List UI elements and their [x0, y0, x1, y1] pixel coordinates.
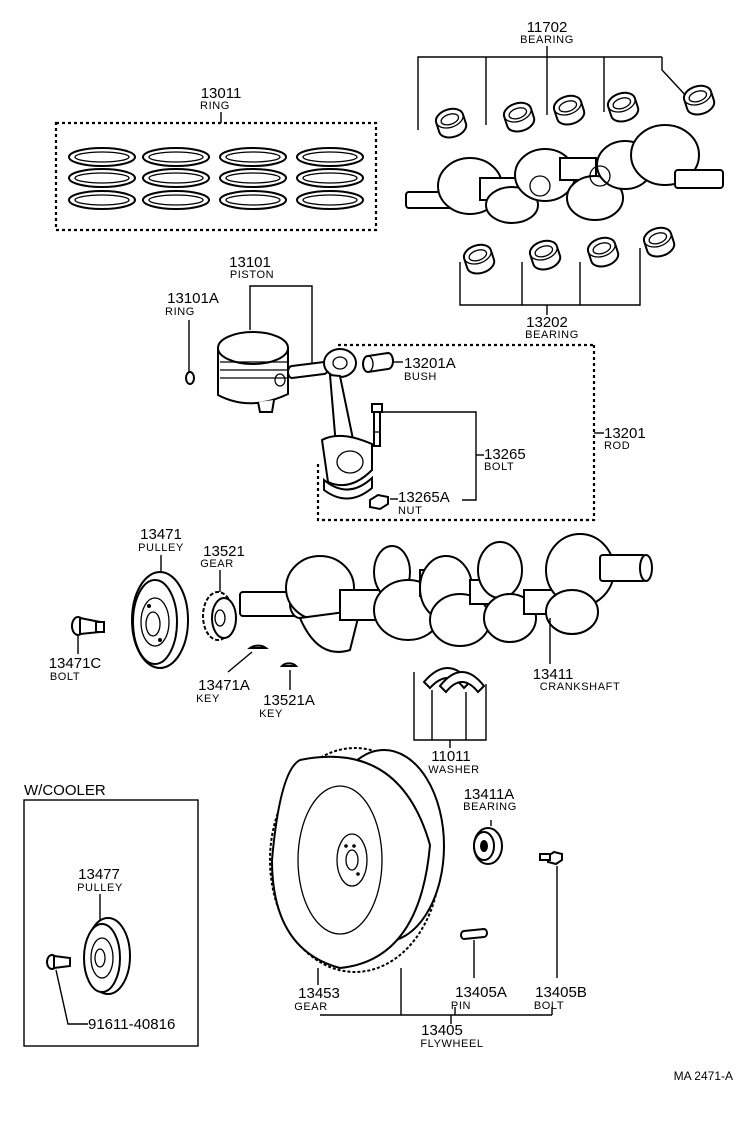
callout-11702-number: 11702	[527, 19, 568, 36]
callout-13405B-name: BOLT	[534, 1000, 564, 1012]
callout-13477-number: 13477	[78, 866, 120, 883]
callout-13411A-name: BEARING	[463, 801, 517, 813]
flywheel-illustration	[269, 747, 445, 973]
flywheel-bolt-illustration	[539, 850, 563, 978]
callout-13453: 13453 GEAR	[294, 985, 340, 1013]
pulley-bolt-illustration	[71, 616, 105, 654]
wcooler-label: W/COOLER	[24, 782, 106, 799]
callout-13101-name: PISTON	[230, 269, 274, 281]
cooler-bolt-illustration	[46, 954, 88, 1025]
callout-13405A-name: PIN	[451, 1000, 471, 1012]
callout-13411A-number: 13411A	[464, 786, 515, 803]
flywheel-pin-illustration	[460, 927, 488, 978]
callout-13201A-number: 13201A	[404, 355, 456, 372]
callout-13265: 13265 BOLT	[484, 446, 526, 473]
callout-13405-number: 13405	[421, 1022, 463, 1039]
rod-nut-illustration	[369, 493, 398, 511]
callout-11702: 11702 BEARING	[520, 19, 574, 46]
callout-13265A-name: NUT	[398, 505, 422, 517]
callout-13521: 13521 GEAR	[200, 543, 245, 592]
callout-13405B-number: 13405B	[535, 984, 587, 1001]
callout-13201-name: ROD	[604, 440, 630, 452]
rod-bearing-halves	[462, 226, 676, 275]
callout-13101A-name: RING	[165, 306, 195, 318]
main-bearing-halves	[434, 84, 716, 139]
wcooler-box	[23, 799, 199, 1047]
connecting-rod-illustration	[320, 348, 373, 500]
callout-13101A-number: 13101A	[167, 290, 219, 307]
callout-11702-name: BEARING	[520, 34, 574, 46]
callout-13201-number: 13201	[604, 425, 646, 442]
bush-illustration	[362, 351, 403, 374]
callout-13101-number: 13101	[229, 254, 271, 271]
main-bearing-leaders	[417, 46, 689, 130]
ring-set-illustration	[68, 147, 364, 210]
ring-set-box	[54, 121, 378, 232]
callout-13411-number: 13411	[533, 666, 574, 683]
callout-13405-name: FLYWHEEL	[420, 1038, 483, 1050]
thrust-washer-illustration	[422, 667, 486, 694]
callout-13453-number: 13453	[298, 985, 340, 1002]
callout-13405A: 13405A PIN	[451, 984, 507, 1012]
rod-bolt-illustration	[371, 403, 383, 447]
callout-13265A-number: 13265A	[398, 489, 450, 506]
callout-13201: 13201 ROD	[604, 425, 646, 452]
callout-13265-number: 13265	[484, 446, 526, 463]
callout-13453-name: GEAR	[294, 1001, 328, 1013]
callout-13471A-number: 13471A	[198, 677, 250, 694]
callout-13411: 13411 CRANKSHAFT	[533, 666, 621, 693]
callout-13101: 13101 PISTON	[229, 254, 313, 365]
callout-13471-number: 13471	[140, 526, 182, 543]
pulley-key-illustration	[227, 644, 269, 673]
crankshaft-main-illustration	[239, 533, 653, 664]
callout-91611-40816-number: 91611-40816	[88, 1016, 175, 1033]
callout-13202-name: BEARING	[525, 329, 579, 341]
callout-13471C-name: BOLT	[50, 671, 80, 683]
callout-11011: 11011 WASHER	[428, 748, 479, 776]
callout-13405B: 13405B BOLT	[534, 984, 587, 1012]
callout-13202: 13202 BEARING	[525, 314, 579, 341]
callout-13477: 13477 PULLEY	[77, 866, 123, 920]
rod-assembly-box	[316, 345, 596, 522]
callout-13411A: 13411A BEARING	[463, 786, 517, 813]
callout-13471: 13471 PULLEY	[138, 526, 184, 574]
callout-13101A: 13101A RING	[165, 290, 219, 373]
callout-13011: 13011 RING	[200, 85, 241, 123]
callout-13477-name: PULLEY	[77, 882, 123, 894]
callout-13265A: 13265A NUT	[398, 489, 450, 517]
crank-pulley-illustration	[131, 571, 189, 669]
crank-gear-illustration	[202, 591, 237, 641]
callout-11011-name: WASHER	[428, 764, 479, 776]
callout-13011-number: 13011	[201, 85, 242, 102]
callout-13471C: 13471C BOLT	[49, 655, 102, 683]
gear-key-illustration	[279, 662, 299, 690]
crankshaft-upper-illustration	[405, 124, 724, 224]
callout-13411-name: CRANKSHAFT	[540, 681, 621, 693]
callout-13202-number: 13202	[526, 314, 568, 331]
callout-13471C-number: 13471C	[49, 655, 102, 672]
cooler-pulley-illustration	[83, 917, 131, 995]
piston-illustration	[185, 331, 329, 413]
callout-13471A-name: KEY	[196, 693, 220, 705]
callout-91611-40816: 91611-40816	[88, 1016, 175, 1033]
callout-13201A-name: BUSH	[404, 371, 437, 383]
callout-13405A-number: 13405A	[455, 984, 507, 1001]
callout-13201A: 13201A BUSH	[404, 355, 456, 383]
callout-13471A: 13471A KEY	[196, 677, 250, 705]
callout-13521A-number: 13521A	[263, 692, 315, 709]
callout-13521A: 13521A KEY	[259, 692, 315, 720]
callout-13521-number: 13521	[203, 543, 245, 560]
callout-13521A-name: KEY	[259, 708, 283, 720]
figure-id: MA 2471-A	[674, 1069, 733, 1083]
callout-13011-name: RING	[200, 100, 230, 112]
callout-13405: 13405 FLYWHEEL	[420, 1022, 483, 1050]
callout-13471-name: PULLEY	[138, 542, 184, 554]
rod-bearing-leaders	[459, 248, 641, 315]
callout-13521-name: GEAR	[200, 558, 234, 570]
pilot-bearing-illustration	[473, 820, 503, 865]
callout-13265-name: BOLT	[484, 461, 514, 473]
callout-11011-number: 11011	[431, 748, 471, 765]
